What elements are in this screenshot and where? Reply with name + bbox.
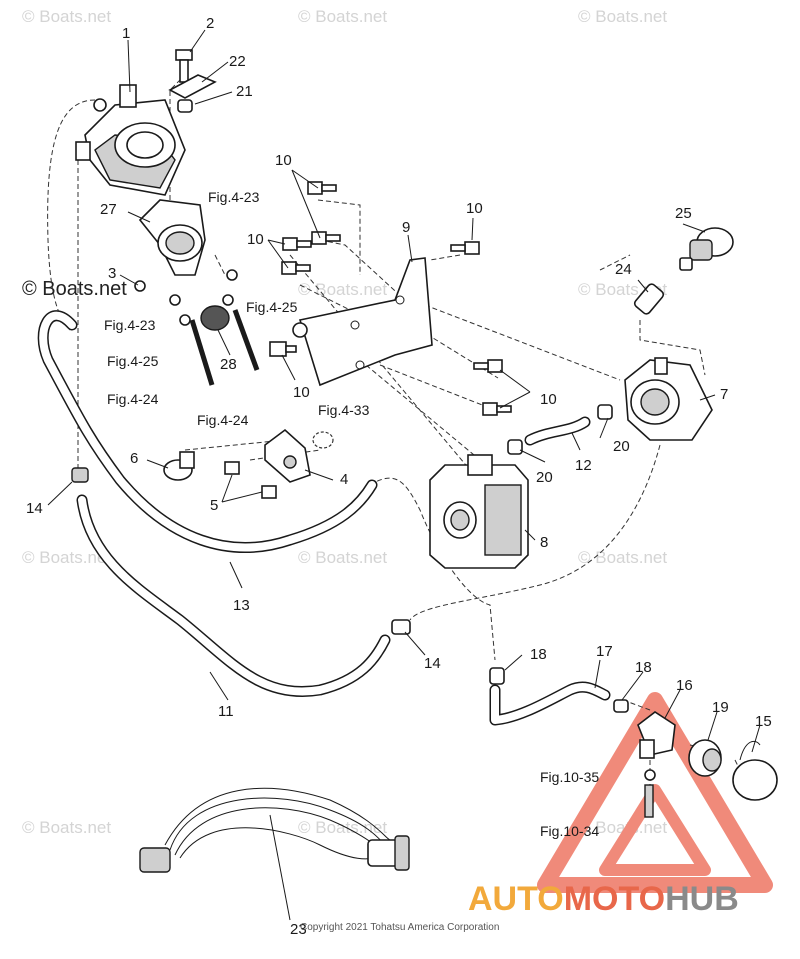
fuel-pump-7 [624, 357, 713, 441]
watermark-text: © Boats.net [22, 7, 111, 26]
callout-10c: 10 [466, 200, 483, 217]
fig-ref: Fig.4-25 [107, 353, 159, 369]
callout-6: 6 [130, 450, 138, 467]
fuel-filter-8 [429, 454, 529, 569]
callout-8: 8 [540, 534, 548, 551]
callout-10d: 10 [293, 384, 310, 401]
fuel-line-23 [139, 787, 410, 873]
connector-25 [679, 227, 734, 271]
callout-10b: 10 [247, 231, 264, 248]
watermark-text: © Boats.net [22, 818, 111, 837]
fig-ref: Fig.4-24 [197, 412, 249, 428]
watermark-text: © Boats.net [578, 818, 667, 837]
cap-15 [732, 740, 778, 801]
callout-24: 24 [615, 261, 632, 278]
leader-lines [47, 29, 761, 921]
fig-ref: Fig.4-23 [104, 317, 156, 333]
hose-12 [524, 416, 591, 446]
grommet-fig433 [312, 431, 334, 449]
bracket-9 [292, 257, 433, 387]
fig-ref: Fig.4-33 [318, 402, 370, 418]
watermark-text: © Boats.net [298, 280, 387, 299]
watermark-text: © Boats.net [298, 818, 387, 837]
clip-6 [163, 451, 195, 481]
watermark-text: © Boats.net [22, 548, 111, 567]
watermark-text: © Boats.net [22, 278, 127, 300]
callout-4: 4 [340, 471, 348, 488]
callout-5: 5 [210, 497, 218, 514]
callout-18b: 18 [635, 659, 652, 676]
callout-18a: 18 [530, 646, 547, 663]
fig-ref: Fig.10-34 [540, 823, 599, 839]
fig-ref: Fig.4-25 [246, 299, 298, 315]
studs [134, 269, 260, 386]
watermark-text: © Boats.net [578, 7, 667, 26]
joint-24 [633, 283, 665, 315]
callout-13: 13 [233, 597, 250, 614]
callout-10e: 10 [540, 391, 557, 408]
callout-14a: 14 [26, 500, 43, 517]
callout-3: 3 [108, 265, 116, 282]
copyright-text: Copyright 2021 Tohatsu America Corporati… [300, 922, 499, 933]
callout-22: 22 [229, 53, 246, 70]
callout-7: 7 [720, 386, 728, 403]
brand-logo-triangle [537, 692, 773, 893]
fig-ref: Fig.10-35 [540, 769, 599, 785]
intake-manifold-27 [138, 199, 206, 276]
bolts-10 [269, 181, 512, 416]
brand-part-1: AUTO [468, 880, 564, 918]
callout-numbers: 1 2 22 21 27 3 10 10 10 9 10 10 7 20 20 … [26, 15, 772, 938]
figure-references: Fig.4-23 Fig.4-23 Fig.4-25 Fig.4-25 Fig.… [104, 189, 599, 839]
callout-2: 2 [206, 15, 214, 32]
callout-11: 11 [218, 703, 234, 720]
callout-9: 9 [402, 219, 410, 236]
bolt-2-set [168, 49, 217, 113]
brand-text: AUTOMOTOHUB [468, 880, 739, 918]
hose-13 [37, 310, 378, 553]
callout-20b: 20 [536, 469, 553, 486]
callout-28: 28 [220, 356, 237, 373]
watermark-text: © Boats.net [578, 548, 667, 567]
callout-15: 15 [755, 713, 772, 730]
watermark-text: © Boats.net [298, 7, 387, 26]
hose-11 [76, 494, 391, 697]
brand-part-2: MOTO [564, 880, 665, 918]
collars-20 [507, 404, 613, 455]
callout-19: 19 [712, 699, 729, 716]
callout-27: 27 [100, 201, 117, 218]
nipple-19 [688, 739, 722, 777]
watermark-text: © Boats.net [298, 548, 387, 567]
carburetor-1 [75, 84, 186, 196]
hose-17 [489, 681, 611, 726]
callout-17: 17 [596, 643, 613, 660]
callout-25: 25 [675, 205, 692, 222]
callout-10a: 10 [275, 152, 292, 169]
fig-ref: Fig.4-23 [208, 189, 260, 205]
callout-21: 21 [236, 83, 253, 100]
screw-fig1034 [644, 769, 656, 818]
callout-1: 1 [122, 25, 130, 42]
filter-screen-28 [200, 305, 230, 331]
collars-18 [489, 667, 629, 713]
brand-part-3: HUB [665, 880, 739, 918]
clamp-bracket-4 [224, 428, 311, 499]
callout-16: 16 [676, 677, 693, 694]
callout-12: 12 [575, 457, 592, 474]
callout-23: 23 [290, 921, 307, 938]
fig-ref: Fig.4-24 [107, 391, 159, 407]
callout-20a: 20 [613, 438, 630, 455]
joint-16 [637, 711, 676, 759]
clips-14 [71, 467, 411, 635]
callout-14b: 14 [424, 655, 441, 672]
brand-wordmark: AUTOMOTOHUB [468, 880, 739, 918]
